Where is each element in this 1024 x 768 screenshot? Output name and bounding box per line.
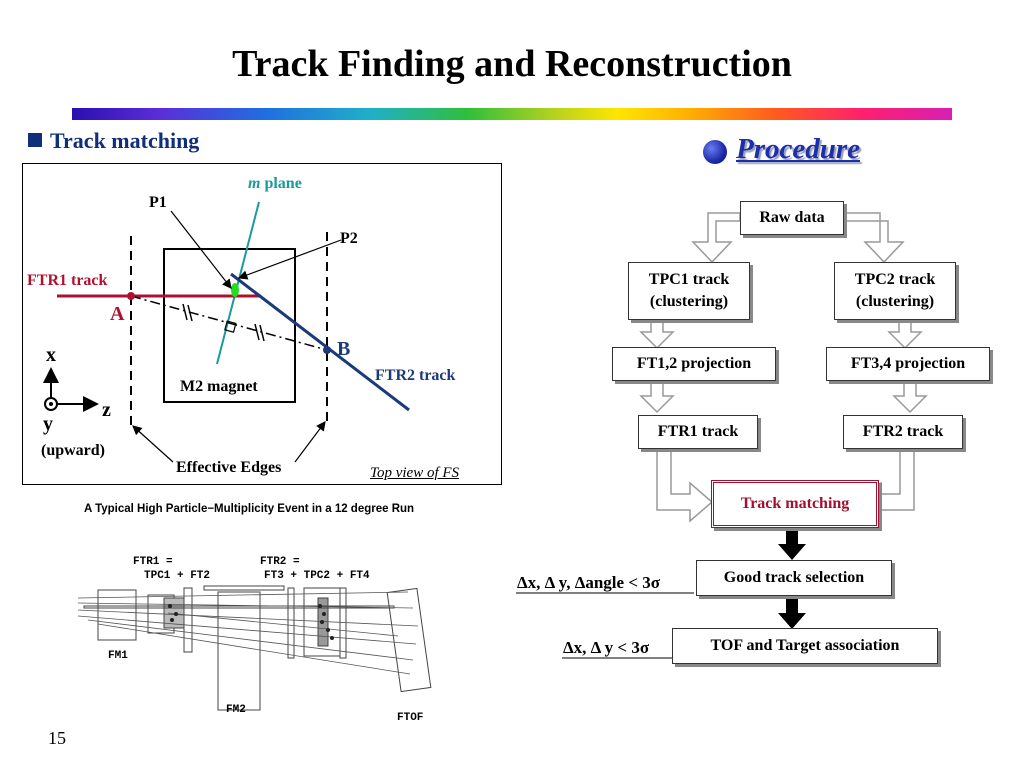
- intersection-marker: [231, 283, 239, 297]
- p2-pointer: [237, 239, 342, 280]
- good-track-condition: Δx, Δ y, Δangle < 3σ: [517, 573, 661, 592]
- page-title: Track Finding and Reconstruction: [232, 43, 792, 85]
- circle-bullet-icon: [703, 140, 727, 164]
- ft34-projection-box: FT3,4 projection: [826, 347, 990, 381]
- diagram-drawing: [43, 201, 410, 463]
- axis-y-label: y: [43, 413, 53, 435]
- connector-a-b: [130, 295, 328, 351]
- upward-label: (upward): [41, 442, 106, 459]
- tpc1-line2: (clustering): [649, 293, 729, 310]
- point-a-label: A: [110, 303, 125, 325]
- point-b-marker: [323, 346, 331, 354]
- tpc2-line2: (clustering): [855, 293, 935, 310]
- p2-label: P2: [340, 230, 358, 247]
- ft12-projection-box: FT1,2 projection: [612, 347, 776, 381]
- tpc2-line1: TPC2 track: [854, 271, 936, 288]
- ftr1-equation-line2: TPC1 + FT2: [144, 570, 211, 582]
- event-drawing: [78, 585, 432, 711]
- tpc1-line1: TPC1 track: [648, 271, 730, 288]
- ftr2-equation-line2: FT3 + TPC2 + FT4: [264, 570, 370, 582]
- rainbow-divider: [72, 108, 952, 120]
- fm1-label: FM1: [108, 650, 128, 662]
- track-matching-diagram: m plane P1 P2 FTR1 track A B FTR2 track …: [22, 163, 502, 485]
- tpc1-track-box: TPC1 track (clustering): [628, 262, 750, 320]
- ftr1-equation-line1: FTR1 =: [133, 556, 173, 568]
- square-bullet-icon: [28, 133, 42, 147]
- point-b-label: B: [337, 338, 351, 360]
- ftof-label: FTOF: [397, 712, 424, 724]
- top-view-caption: Top view of FS: [370, 465, 460, 481]
- ftr2-equation-line1: FTR2 =: [260, 556, 300, 568]
- ftr2-track-label: FTR2 track: [375, 367, 456, 384]
- effective-edges-label: Effective Edges: [176, 459, 282, 476]
- fm2-label: FM2: [226, 704, 246, 716]
- axis-x-label: x: [46, 344, 56, 366]
- event-display: FTR1 = TPC1 + FT2 FTR2 = FT3 + TPC2 + FT…: [78, 548, 458, 728]
- ftr1-track-label: FTR1 track: [27, 272, 108, 289]
- magnet-label: M2 magnet: [180, 378, 258, 395]
- ftr2-track-line: [230, 272, 410, 412]
- axis-z-label: z: [102, 399, 111, 421]
- raw-data-box: Raw data: [740, 201, 844, 235]
- point-a-marker: [127, 292, 135, 300]
- ftr2-track-box: FTR2 track: [843, 415, 963, 449]
- tpc2-track-box: TPC2 track (clustering): [834, 262, 956, 320]
- magnet-box: [163, 248, 296, 403]
- track-matching-box: Track matching: [711, 480, 879, 528]
- p1-label: P1: [149, 194, 167, 211]
- section-heading: Track matching: [28, 128, 199, 154]
- tof-target-box: TOF and Target association: [672, 628, 938, 664]
- p1-pointer: [170, 210, 232, 289]
- procedure-heading: Procedure: [736, 133, 861, 165]
- section-heading-text: Track matching: [50, 128, 200, 153]
- event-title: A Typical High Particle−Multiplicity Eve…: [84, 503, 415, 515]
- m-plane-label: m plane: [248, 175, 302, 192]
- good-track-selection-box: Good track selection: [696, 560, 892, 596]
- tof-condition: Δx, Δ y < 3σ: [563, 638, 650, 657]
- ftr1-track-box: FTR1 track: [638, 415, 758, 449]
- page-number: 15: [48, 728, 66, 748]
- m-plane-line: [216, 201, 260, 365]
